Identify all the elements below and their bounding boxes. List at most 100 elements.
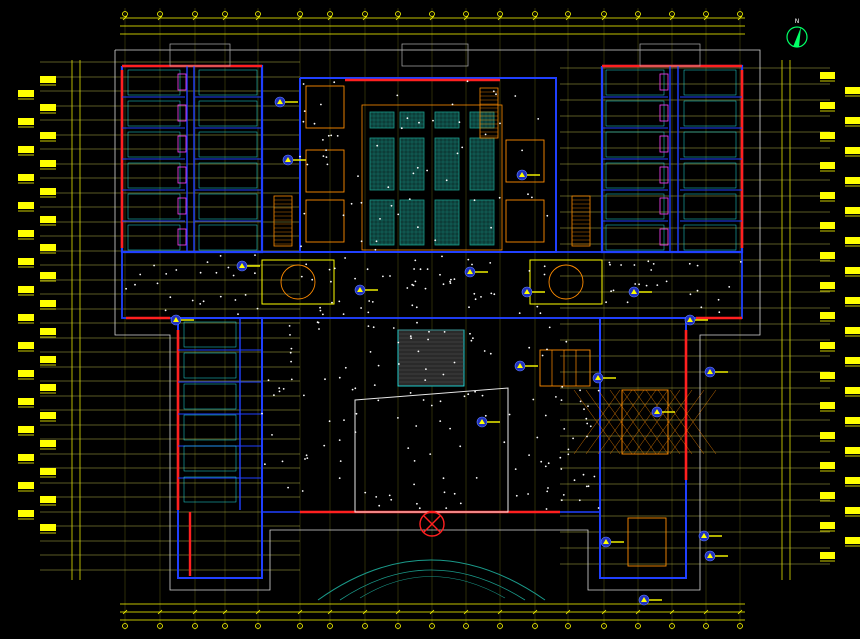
ceiling-light <box>567 453 570 456</box>
ceiling-light <box>418 121 420 124</box>
annotation-tag-left <box>40 524 56 531</box>
diamond-coffer-outline <box>621 389 669 455</box>
annotation-tag-left <box>18 202 34 209</box>
annotation-tag-right <box>820 402 835 409</box>
ceiling-light <box>605 301 607 304</box>
ceiling-light <box>281 460 284 463</box>
ceiling-light <box>537 118 540 120</box>
ceiling-light <box>389 275 391 277</box>
diamond-coffer-line <box>645 389 693 455</box>
ceiling-light <box>328 268 331 271</box>
ceiling-light <box>371 301 374 303</box>
ceiling-light <box>490 292 493 295</box>
ceiling-light <box>289 334 291 336</box>
ceiling-light <box>467 258 470 261</box>
ceiling-light <box>360 201 363 204</box>
annotation-tag-right <box>845 537 860 544</box>
ceiling-light <box>282 388 285 390</box>
ceiling-light <box>237 313 239 315</box>
bathroom-outline <box>177 228 187 246</box>
dimension-tick <box>362 609 368 615</box>
annotation-tag-right <box>820 72 835 79</box>
ceiling-light <box>379 218 381 220</box>
dimension-tick <box>297 609 303 615</box>
elevation-tag-triangle <box>631 289 637 294</box>
ceiling-light <box>415 306 418 309</box>
ceiling-light <box>330 280 332 283</box>
ceiling-light <box>456 152 459 155</box>
ceiling-light <box>718 311 721 314</box>
ceiling-light <box>256 307 259 310</box>
bathroom-outline <box>177 135 187 153</box>
dimension-tick <box>222 15 228 21</box>
ceiling-light <box>410 337 412 340</box>
ceiling-light <box>493 293 496 296</box>
dimension-tick <box>327 609 333 615</box>
ceiling-light <box>544 414 547 417</box>
ceiling-light <box>219 255 222 257</box>
grid-bubble-top <box>255 11 261 17</box>
dimension-tick <box>635 609 641 615</box>
ceiling-light <box>409 335 412 338</box>
ceiling-light-fixtures <box>125 80 742 510</box>
ceiling-light <box>322 139 324 141</box>
ceiling-light <box>169 296 172 299</box>
grid-bubble-bottom <box>601 623 607 629</box>
porch-outline <box>401 43 469 67</box>
annotation-tag-left <box>18 398 34 405</box>
bathroom-outline <box>177 104 187 122</box>
grid-bubble-bottom <box>122 623 128 629</box>
annotation-tag-right <box>820 132 835 139</box>
ceiling-light <box>367 311 370 314</box>
ceiling-light <box>489 262 492 264</box>
ceiling-light <box>589 425 592 428</box>
ceiling-light <box>232 274 235 277</box>
annotation-tag-right <box>845 267 860 274</box>
left-annotation-labels <box>18 76 56 534</box>
ceiling-light <box>164 309 167 312</box>
ceiling-light <box>342 214 345 217</box>
ceiling-light <box>503 441 506 444</box>
ceiling-light <box>416 502 418 505</box>
annotation-tag-right <box>820 192 835 199</box>
ceiling-light <box>597 507 600 509</box>
ceiling-light <box>610 290 612 293</box>
bathroom-outline <box>659 228 669 246</box>
ceiling-light <box>626 301 629 304</box>
ceiling-light <box>445 179 448 182</box>
ceiling-light <box>567 448 570 451</box>
ceiling-light <box>311 278 314 281</box>
ceiling-light <box>515 494 518 497</box>
ceiling-light <box>278 390 281 393</box>
ceiling-light <box>546 214 549 217</box>
ceiling-light <box>369 351 372 353</box>
ceiling-light <box>483 350 486 352</box>
ceiling-light <box>351 388 354 391</box>
ceiling-light <box>318 328 320 330</box>
elevation-tag-triangle <box>707 553 713 558</box>
ceiling-light <box>583 408 585 411</box>
ceiling-light <box>578 499 581 502</box>
ceiling-light <box>350 202 353 205</box>
grid-bubble-bottom <box>565 623 571 629</box>
elevation-tag-triangle <box>277 99 283 104</box>
revolving-door-cross <box>423 515 441 533</box>
bathroom-outline <box>659 73 669 91</box>
porch-outline <box>639 43 701 67</box>
side-room-outline <box>305 149 345 193</box>
ceiling-light <box>473 292 476 295</box>
elevation-tag-triangle <box>701 533 707 538</box>
grid-bubble-top <box>703 11 709 17</box>
ceiling-light <box>489 352 492 355</box>
ceiling-light <box>378 504 381 507</box>
ceiling-light <box>406 287 409 289</box>
dimension-tick <box>395 609 401 615</box>
ceiling-light <box>306 457 309 459</box>
ceiling-light <box>388 494 391 497</box>
ceiling-light <box>336 135 339 137</box>
ceiling-light <box>536 305 539 308</box>
ceiling-light <box>546 490 549 493</box>
bathroom-outline <box>177 73 187 91</box>
room-ceiling-outline <box>183 476 237 503</box>
